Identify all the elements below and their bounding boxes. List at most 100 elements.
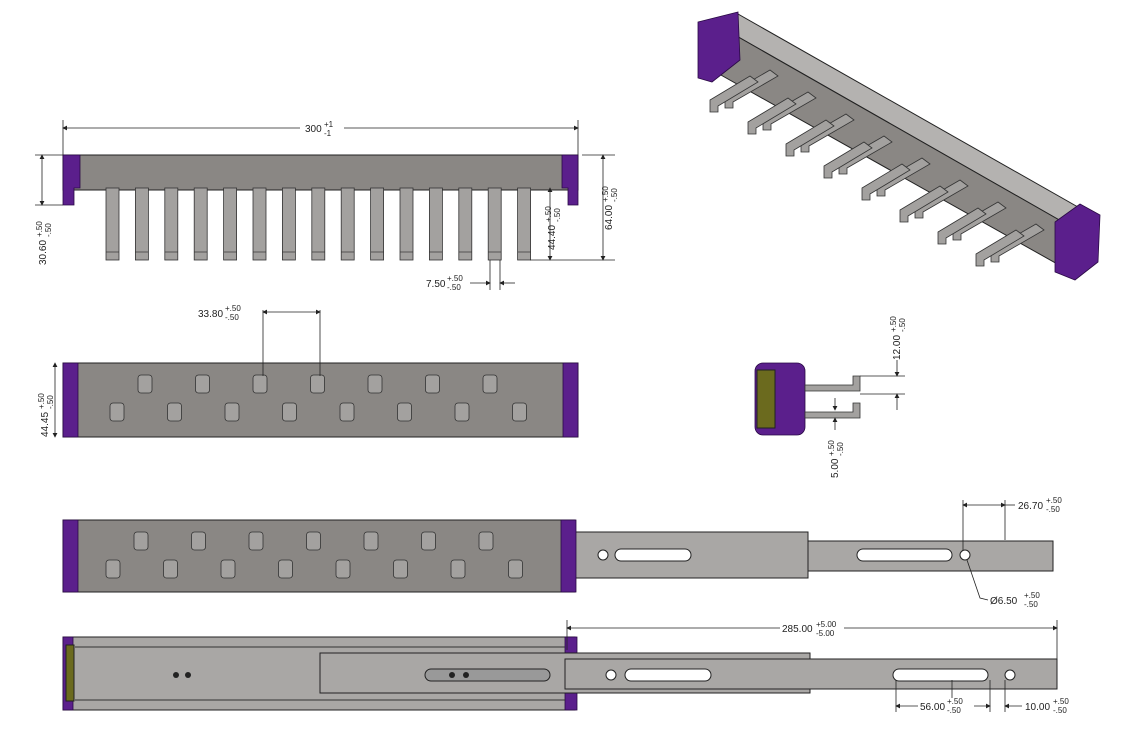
tol-minus: -.50 [947, 706, 961, 715]
hook [367, 374, 383, 394]
top-hooks [109, 374, 527, 422]
tol-plus: +.50 [35, 221, 44, 237]
tol-minus: -5.00 [816, 629, 835, 638]
peg [487, 187, 502, 261]
peg [193, 187, 208, 261]
peg [223, 187, 238, 261]
hook [421, 531, 436, 551]
tol-minus: -.50 [1053, 706, 1067, 715]
top-bar [62, 362, 579, 438]
tol-minus: -.50 [553, 208, 562, 222]
side-hook-upper [804, 375, 861, 392]
hook [450, 559, 466, 579]
tol-minus: -.50 [447, 283, 461, 292]
dim-peg-length: 44.40 [547, 225, 558, 250]
dim-hook-gap: 12.00 [892, 335, 903, 360]
peg [134, 187, 149, 261]
peg [105, 187, 120, 261]
dim-extension: 285.00 [782, 624, 813, 635]
iso-hook [975, 229, 1025, 267]
tol-plus: +.50 [827, 440, 836, 456]
peg [517, 187, 531, 261]
peg [164, 187, 179, 261]
dim-hole-offset: 26.70 [1018, 501, 1043, 512]
hook [393, 559, 408, 579]
tol-minus: -1 [324, 129, 332, 138]
side-view: 12.00 +.50 -.50 5.00 +.50 -.50 [754, 316, 907, 478]
dim-overall-length: 300 [305, 124, 322, 135]
hook [248, 531, 264, 551]
hook [195, 374, 210, 394]
front-end-cap-left [62, 154, 81, 206]
hook [109, 402, 125, 422]
front-view: 300 +1 -1 30.60 +.50 -.50 44.40 +.50 -.5… [35, 120, 619, 292]
tol-plus: +.50 [1046, 496, 1062, 505]
iso-hook [747, 97, 797, 135]
extended-bar [62, 519, 576, 593]
dim-width: 44.45 [40, 412, 51, 437]
tol-plus: +.50 [544, 206, 553, 222]
tol-minus: -.50 [44, 223, 53, 237]
hook [133, 531, 149, 551]
tol-minus: -.50 [610, 188, 619, 202]
side-hook-lower [804, 402, 861, 419]
tol-plus: +.50 [225, 304, 241, 313]
hook [167, 402, 182, 422]
hook [482, 374, 498, 394]
extended-bottom-view: 285.00 +5.00 -5.00 56.00 +.50 -.50 10.00… [62, 618, 1069, 715]
tol-plus: +.50 [1024, 591, 1040, 600]
tol-minus: -.50 [836, 442, 845, 456]
dim-hook-spacing: 33.80 [198, 309, 223, 320]
dim-hole-spacing: 10.00 [1025, 702, 1050, 713]
tol-plus: +.50 [601, 186, 610, 202]
peg [252, 187, 267, 261]
hook [191, 531, 206, 551]
tol-plus: +.50 [447, 274, 463, 283]
hook [137, 374, 153, 394]
tol-plus: +.50 [889, 316, 898, 332]
iso-hook [709, 75, 759, 113]
iso-hook [823, 141, 873, 179]
hole [605, 669, 617, 681]
tol-plus: +5.00 [816, 620, 837, 629]
dim-overall-height: 64.00 [604, 205, 615, 230]
slot [614, 548, 692, 562]
tol-plus: +.50 [37, 393, 46, 409]
dim-hook-thickness: 5.00 [830, 458, 841, 478]
tol-minus: -.50 [46, 395, 55, 409]
iso-hook [861, 163, 911, 201]
hook [478, 531, 494, 551]
hook [224, 402, 240, 422]
hook [335, 559, 351, 579]
hook [220, 559, 236, 579]
slot [624, 668, 712, 682]
hook [282, 402, 297, 422]
top-end-cap-right [562, 362, 579, 438]
extended-end-cap-right [560, 519, 577, 593]
tol-minus: -.50 [1046, 505, 1060, 514]
extended-end-cap-left [62, 519, 79, 593]
dim-hole-diameter: Ø6.50 [990, 596, 1018, 607]
iso-end-cap-right [1054, 203, 1101, 281]
hook [363, 531, 379, 551]
tol-minus: -.50 [1024, 600, 1038, 609]
peg [428, 187, 443, 261]
tol-minus: -.50 [225, 313, 239, 322]
extended-top-view: 26.70 +.50 -.50 Ø6.50 +.50 -.50 [62, 496, 1062, 609]
peg [370, 187, 385, 261]
hook [508, 559, 523, 579]
top-view: 33.80 +.50 -.50 44.45 +.50 -.50 [37, 304, 579, 438]
hole [1004, 669, 1016, 681]
peg [399, 187, 414, 261]
iso-hook [937, 207, 987, 245]
hook [425, 374, 440, 394]
peg [458, 187, 473, 261]
front-pegs [105, 187, 531, 261]
tol-plus: +.50 [947, 697, 963, 706]
peg [281, 187, 296, 261]
dim-slot-length: 56.00 [920, 702, 945, 713]
hook [252, 374, 268, 394]
isometric-view [697, 11, 1101, 281]
hook [105, 559, 121, 579]
